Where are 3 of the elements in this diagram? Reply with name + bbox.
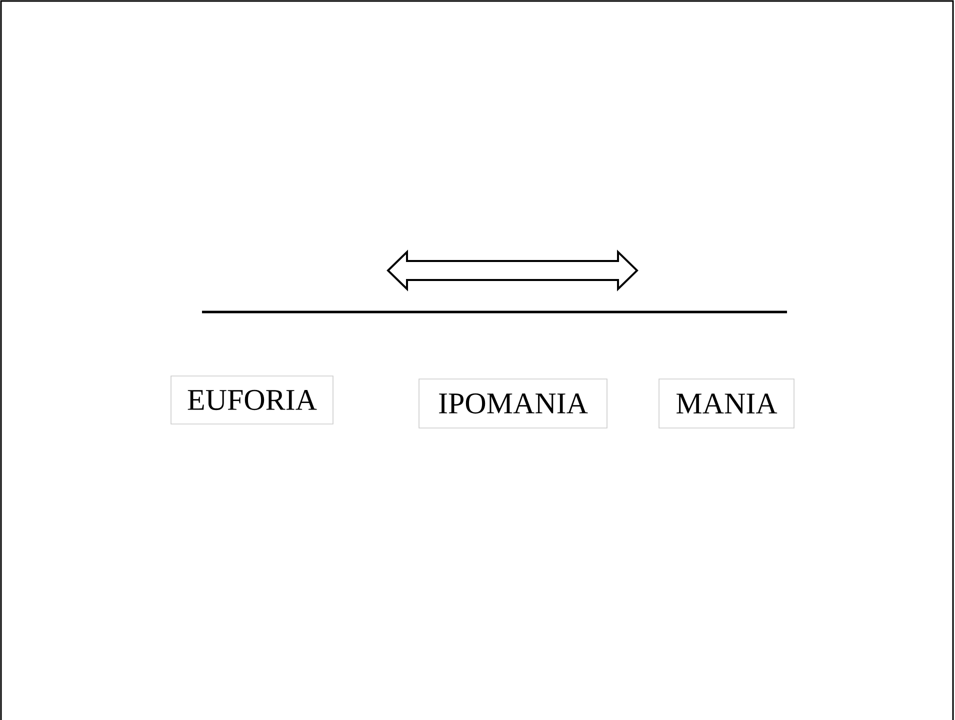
label-box: MANIA bbox=[658, 378, 794, 428]
label-box: IPOMANIA bbox=[418, 378, 608, 428]
label-box: EUFORIA bbox=[170, 376, 334, 424]
